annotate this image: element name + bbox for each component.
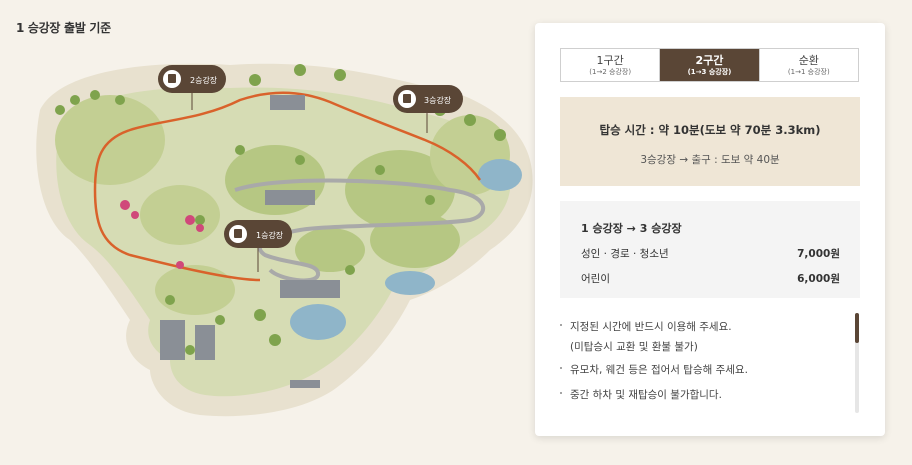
scroll-thumb[interactable]	[855, 313, 859, 343]
fare-box: 1 승강장 → 3 승강장 성인 · 경로 · 청소년 7,000원 어린이 6…	[560, 201, 860, 298]
notice-text: 지정된 시간에 반드시 이용해 주세요.	[570, 321, 732, 333]
route-info-panel: 1구간 (1→2 승강장) 2구간 (1→3 승강장) 순환 (1→1 승강장)…	[535, 23, 885, 436]
tab-section-1[interactable]: 1구간 (1→2 승강장)	[561, 49, 661, 81]
tab-sublabel: (1→3 승강장)	[687, 67, 732, 76]
station-3-label: 3승강장	[424, 95, 452, 105]
station-3-marker[interactable]: 3승강장	[393, 85, 463, 133]
buildings	[160, 95, 340, 388]
notice-text: 유모차, 웨건 등은 접어서 탑승해 주세요.	[570, 364, 748, 376]
flowers	[120, 200, 204, 269]
tab-label: 1구간	[596, 53, 624, 67]
station-2-marker[interactable]: 2승강장	[158, 65, 226, 110]
pond	[478, 159, 522, 191]
train-route	[93, 91, 482, 282]
pond	[385, 271, 435, 295]
notice-scrollbar[interactable]	[855, 313, 859, 413]
tab-label: 2구간	[695, 53, 724, 67]
notice-text: 중간 하차 및 재탑승이 불가합니다.	[570, 389, 722, 401]
tab-label: 순환	[798, 53, 819, 67]
notice-text: (미탑승시 교환 및 환불 불가)	[570, 341, 698, 353]
tab-loop[interactable]: 순환 (1→1 승강장)	[760, 49, 858, 81]
ride-time-box: 탑승 시간 : 약 10분(도보 약 70분 3.3km) 3승강장 → 출구 …	[560, 97, 860, 186]
fare-row-adult: 성인 · 경로 · 청소년 7,000원	[581, 246, 840, 261]
ride-time-text: 탑승 시간 : 약 10분(도보 약 70분 3.3km)	[599, 123, 821, 137]
trees	[55, 64, 506, 355]
route-tabs: 1구간 (1→2 승강장) 2구간 (1→3 승강장) 순환 (1→1 승강장)	[560, 48, 859, 82]
walking-path	[234, 178, 486, 283]
notice-list: 지정된 시간에 반드시 이용해 주세요. (미탑승시 교환 및 환불 불가) 유…	[560, 315, 850, 415]
fare-label: 어린이	[581, 273, 610, 285]
station-1-marker[interactable]: 1승강장	[224, 220, 292, 272]
walk-time-text: 3승강장 → 출구 : 도보 약 40분	[640, 154, 780, 166]
tab-section-2[interactable]: 2구간 (1→3 승강장)	[660, 49, 760, 81]
tab-sublabel: (1→1 승강장)	[787, 67, 830, 76]
fare-row-child: 어린이 6,000원	[581, 271, 840, 286]
fare-value: 7,000원	[797, 248, 840, 260]
fare-title: 1 승강장 → 3 승강장	[581, 222, 682, 235]
fare-label: 성인 · 경로 · 청소년	[581, 248, 669, 260]
station-1-label: 1승강장	[256, 230, 284, 240]
pond	[290, 304, 346, 340]
garden-map: 2승강장 3승강장 1승강장	[36, 63, 533, 417]
tab-sublabel: (1→2 승강장)	[589, 67, 632, 76]
page-heading: 1 승강장 출발 기준	[16, 21, 111, 35]
station-2-label: 2승강장	[190, 75, 218, 85]
fare-value: 6,000원	[797, 273, 840, 285]
